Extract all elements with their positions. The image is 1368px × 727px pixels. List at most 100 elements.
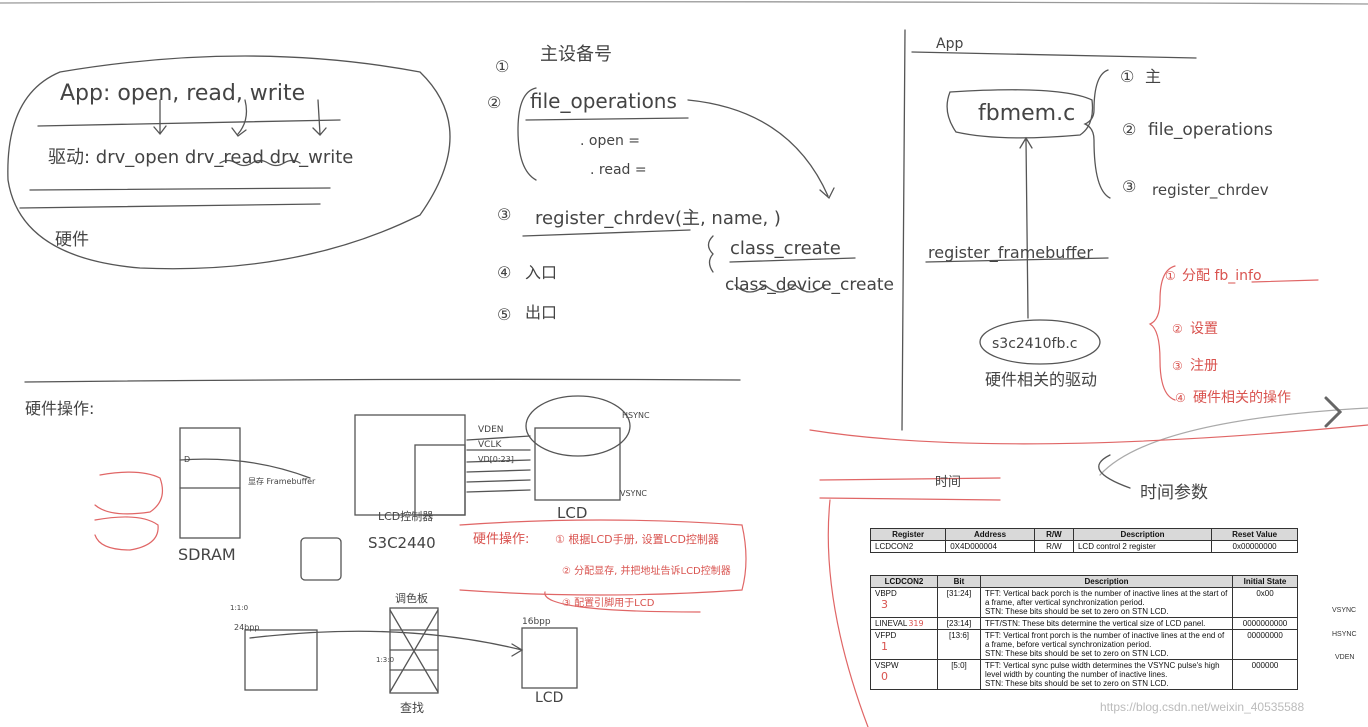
chevron-right-icon [1324, 396, 1343, 428]
vclk-label: VCLK [478, 440, 502, 450]
field-name-text: VBPD [875, 589, 897, 598]
step4-text: 入口 [525, 263, 557, 282]
field-desc-text: TFT: Vertical back porch is the number o… [985, 589, 1228, 607]
field-desc-text: TFT: Vertical sync pulse width determine… [985, 661, 1220, 679]
s3c2440-label: S3C2440 [368, 534, 436, 552]
bpp24-label: 24bpp [234, 623, 259, 632]
reg-name: LCDCON2 [869, 540, 947, 553]
field-name-text: VSPW [875, 661, 899, 670]
reg-col-register: Register [869, 528, 947, 541]
field-initial: 000000 [1232, 659, 1298, 690]
reg-reset: 0x00000000 [1211, 540, 1298, 553]
fops-open: . open = [580, 133, 640, 149]
palette-label: 调色板 [395, 591, 428, 605]
field-initial: 0x00 [1232, 587, 1298, 618]
vden-label: VDEN [478, 425, 504, 435]
hw-ops-label: 硬件操作: [25, 399, 94, 418]
fbmem-step3-num: ③ [1122, 177, 1136, 196]
reg-col-rw: R/W [1033, 528, 1074, 541]
reg-col-address: Address [945, 528, 1035, 541]
time-params-label: 时间参数 [1140, 483, 1208, 503]
step1-num: ① [495, 57, 509, 76]
step4-num: ④ [497, 263, 511, 282]
fb-step3: 注册 [1190, 358, 1218, 374]
bit-table: LCDCON2 Bit Description Initial State VB… [870, 575, 1298, 690]
scale-a: 1:1:0 [230, 604, 248, 612]
step1-text: 主设备号 [540, 44, 612, 65]
step2-text: file_operations [530, 89, 677, 113]
table-row: LCDCON2 0X4D000004 R/W LCD control 2 reg… [869, 540, 1298, 553]
fb-step2: 设置 [1190, 321, 1218, 337]
s3c-driver: s3c2410fb.c [992, 336, 1078, 352]
table-row: LINEVAL319 [23:14] TFT/STN: These bits d… [870, 617, 1298, 630]
field-description: TFT/STN: These bits determine the vertic… [980, 617, 1233, 630]
reg-description: LCD control 2 register [1072, 540, 1213, 553]
timing-word: 时间 [935, 475, 961, 490]
class-create: class_create [730, 238, 841, 259]
framebuffer-label: 显存 Framebuffer [248, 476, 316, 486]
field-desc-text: TFT: Vertical front porch is the number … [985, 631, 1225, 649]
step3-num: ③ [497, 205, 511, 224]
red-step-2: ② 分配显存, 并把地址告诉LCD控制器 [562, 564, 731, 577]
field-description: TFT: Vertical back porch is the number o… [980, 587, 1233, 618]
field-name-text: LINEVAL [875, 619, 908, 628]
fb-step4: 硬件相关的操作 [1193, 390, 1291, 406]
driver-line: 驱动: drv_open drv_read drv_write [48, 147, 353, 168]
bit-col-description: Description [980, 575, 1233, 588]
register-table: Register Address R/W Description Reset V… [869, 528, 1298, 553]
hsync-label: HSYNC [622, 411, 650, 420]
field-name: LINEVAL319 [870, 617, 938, 630]
lcd-ctrl-label: LCD控制器 [378, 509, 433, 523]
field-note: 0 [881, 670, 888, 683]
fb-step1: 分配 fb_info [1182, 268, 1262, 284]
next-arrow-button[interactable] [1318, 392, 1348, 432]
red-step-3: ③ 配置引脚用于LCD [562, 596, 655, 609]
step5-text: 出口 [525, 303, 557, 322]
field-description: TFT: Vertical sync pulse width determine… [980, 659, 1233, 690]
field-initial: 0000000000 [1232, 617, 1298, 630]
class-device-create: class_device_create [725, 275, 894, 295]
fb-step4-num: ④ [1175, 391, 1186, 405]
register-framebuffer: register_framebuffer [928, 243, 1093, 263]
field-bit: [5:0] [937, 659, 981, 690]
hardware-label: 硬件 [55, 230, 89, 250]
field-stn-text: STN: These bits should be set to zero on… [985, 649, 1169, 658]
fb-step3-num: ③ [1172, 359, 1183, 373]
field-initial: 00000000 [1232, 629, 1298, 660]
field-stn-text: STN: These bits should be set to zero on… [985, 679, 1169, 688]
vsync-label: VSYNC [620, 489, 647, 498]
fbmem-step2-num: ② [1122, 120, 1136, 139]
field-note: 1 [881, 640, 888, 653]
bit-col-initial: Initial State [1232, 575, 1298, 588]
scale-b: 1:3:0 [376, 656, 394, 664]
step5-num: ⑤ [497, 305, 511, 324]
field-bit: [13:6] [937, 629, 981, 660]
reg-rw: R/W [1033, 540, 1074, 553]
reg-address: 0X4D000004 [945, 540, 1035, 553]
fops-read: . read = [590, 162, 647, 178]
bit-col-bit: Bit [937, 575, 981, 588]
fbmem-step1-num: ① [1120, 67, 1134, 86]
field-desc-text: TFT/STN: These bits determine the vertic… [985, 619, 1206, 628]
reg-col-description: Description [1072, 528, 1213, 541]
side-label-hsync: HSYNC [1332, 631, 1357, 638]
field-name-text: VFPD [875, 631, 897, 640]
sdram-small: D [184, 455, 190, 464]
field-stn-text: STN: These bits should be set to zero on… [985, 607, 1169, 616]
bpp16-label: 16bpp [522, 617, 551, 627]
hw-related-driver: 硬件相关的驱动 [985, 370, 1097, 389]
step2-num: ② [487, 93, 501, 112]
fbmem-step3-text: register_chrdev [1152, 181, 1269, 200]
lookup-label: 查找 [400, 701, 424, 715]
reg-col-reset: Reset Value [1211, 528, 1298, 541]
red-step-1: ① 根据LCD手册, 设置LCD控制器 [555, 532, 719, 546]
side-label-vsync: VSYNC [1332, 607, 1357, 614]
field-description: TFT: Vertical front porch is the number … [980, 629, 1233, 660]
vd-label: VD[0:23] [478, 455, 514, 464]
